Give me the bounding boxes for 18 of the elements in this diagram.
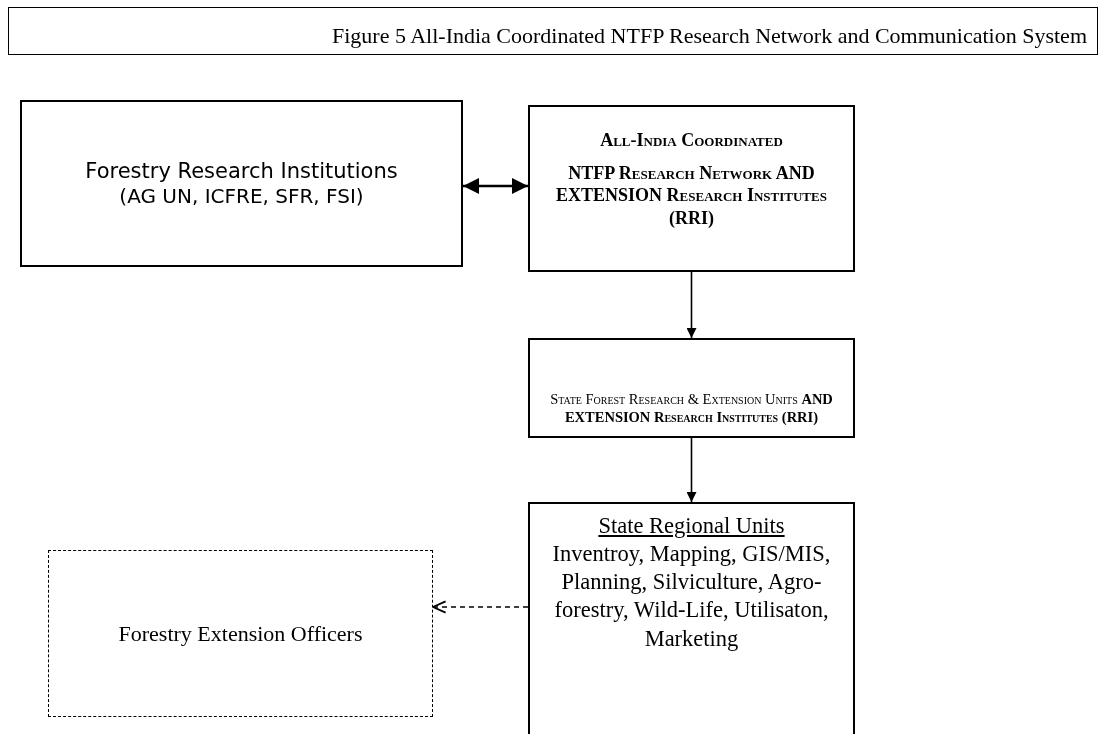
process-box — [528, 338, 855, 438]
officers-label: Forestry Extension Officers — [118, 619, 363, 648]
figure-title: Figure 5 All-India Coordinated NTFP Research Network and Communication System — [8, 7, 1098, 55]
institution-name: Forestry Research Institutions — [85, 157, 398, 185]
arrow — [463, 178, 528, 194]
regional-functions: Inventroy, Mapping, GIS/MIS, Planning, Silviculture, Agro-forestry, Wild-Life, Utilisaton, Marketing — [551, 540, 832, 653]
institution-list: (AG UN, ICFRE, SFR, FSI) — [119, 184, 364, 210]
state-unit-text: State Forest Research & Extension Units AND EXTENSION Research Institutes (RRI) — [549, 389, 834, 426]
arrow — [432, 600, 529, 614]
dashed-box — [48, 550, 433, 717]
arrow — [686, 271, 697, 339]
process-box — [528, 502, 855, 734]
process-box — [528, 105, 855, 272]
network-heading: All-India Coordinated — [600, 129, 783, 152]
network-body: NTFP Research Network AND EXTENSION Research Institutes (RRI) — [555, 161, 828, 229]
regional-heading: State Regional Units — [598, 512, 785, 540]
arrow — [686, 437, 697, 503]
process-box — [20, 100, 463, 267]
